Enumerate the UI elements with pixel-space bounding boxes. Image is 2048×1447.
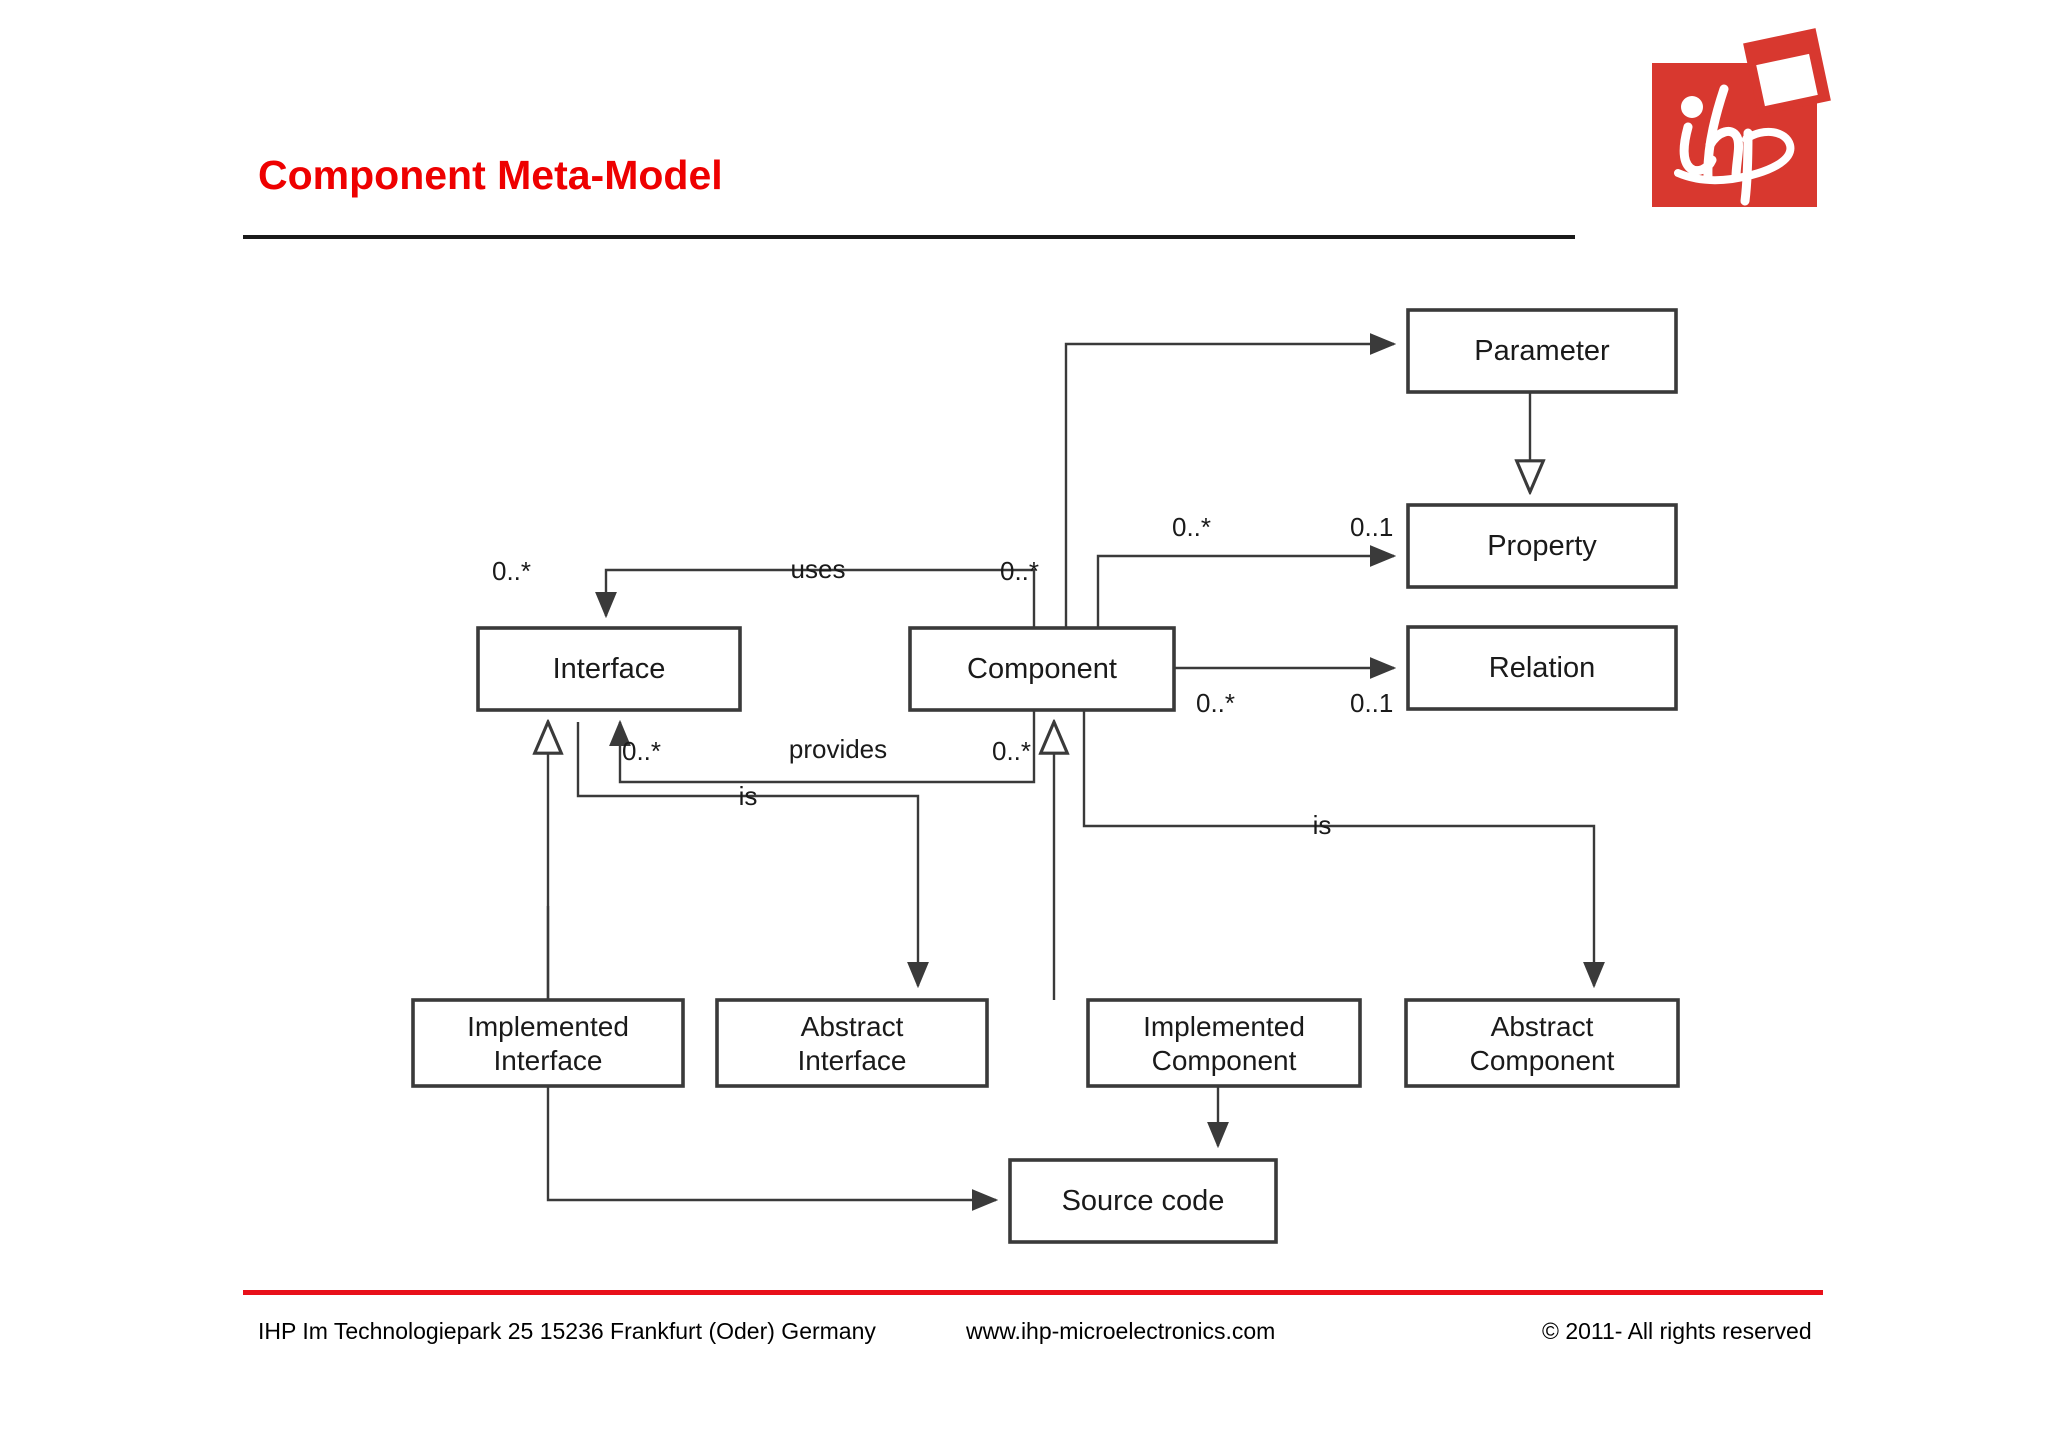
node-label: Property: [1487, 530, 1597, 562]
multiplicity-label: 0..*: [1196, 688, 1235, 718]
node-label-line2: Interface: [494, 1045, 603, 1076]
multiplicity-label: 0..1: [1350, 512, 1393, 542]
page-title: Component Meta-Model: [258, 152, 723, 198]
node-parameter[interactable]: Parameter: [1406, 308, 1678, 394]
node-implemented-interface[interactable]: Implemented Interface: [411, 998, 685, 1088]
node-label: Component: [967, 653, 1117, 685]
logo-wordmark-ihp: [1674, 84, 1795, 206]
multiplicity-label: 0..*: [1000, 556, 1039, 586]
multiplicity-label: 0..*: [622, 736, 661, 766]
footer-divider: [243, 1290, 1823, 1295]
node-label: Source code: [1062, 1185, 1225, 1217]
diagram-nodes: Parameter Property Relation Interface Co…: [411, 308, 1680, 1244]
node-component[interactable]: Component: [908, 626, 1176, 712]
node-interface[interactable]: Interface: [476, 626, 742, 712]
edge-label-is-interface: is: [739, 781, 758, 811]
edge-component-property: [1096, 545, 1397, 628]
node-implemented-component[interactable]: Implemented Component: [1086, 998, 1362, 1088]
multiplicity-label: 0..*: [492, 556, 531, 586]
multiplicity-label: 0..*: [1172, 512, 1211, 542]
node-label: Relation: [1489, 652, 1595, 684]
edge-implemented-interface-source-code: [546, 1086, 999, 1211]
node-label: Interface: [553, 653, 666, 685]
node-label: Parameter: [1474, 335, 1610, 367]
node-label-line2: Interface: [798, 1045, 907, 1076]
node-label-line1: Abstract: [1491, 1011, 1594, 1042]
edge-component-provides-interface: [609, 710, 1036, 784]
edge-component-uses-interface: [595, 568, 1036, 628]
multiplicity-label: 0..*: [992, 736, 1031, 766]
ihp-logo: [1652, 28, 1831, 207]
title-divider: [243, 235, 1575, 239]
node-label-line2: Component: [1470, 1045, 1615, 1076]
node-abstract-interface[interactable]: Abstract Interface: [715, 998, 989, 1088]
edge-component-parameter: [1064, 333, 1397, 628]
footer-url: www.ihp-microelectronics.com: [966, 1318, 1276, 1344]
edge-label-is-component: is: [1313, 810, 1332, 840]
node-source-code[interactable]: Source code: [1008, 1158, 1278, 1244]
edge-interface-is-abstract-interface: [576, 722, 929, 989]
multiplicity-label: 0..1: [1350, 688, 1393, 718]
node-label-line1: Implemented: [1143, 1011, 1305, 1042]
node-label-line2: Component: [1152, 1045, 1297, 1076]
node-relation[interactable]: Relation: [1406, 625, 1678, 711]
edge-labels: uses provides is is: [739, 554, 1332, 840]
footer-copyright: © 2011- All rights reserved: [1542, 1318, 1812, 1344]
edge-component-is-abstract-component: [1082, 710, 1605, 989]
footer-address: IHP Im Technologiepark 25 15236 Frankfur…: [258, 1318, 876, 1344]
edge-label-provides: provides: [789, 734, 887, 764]
node-label-line1: Abstract: [801, 1011, 904, 1042]
node-label-line1: Implemented: [467, 1011, 629, 1042]
node-property[interactable]: Property: [1406, 503, 1678, 589]
edge-label-uses: uses: [791, 554, 846, 584]
multiplicity-labels: 0..* 0..* 0..* 0..* 0..* 0..1 0..* 0..1: [492, 512, 1393, 766]
node-abstract-component[interactable]: Abstract Component: [1404, 998, 1680, 1088]
